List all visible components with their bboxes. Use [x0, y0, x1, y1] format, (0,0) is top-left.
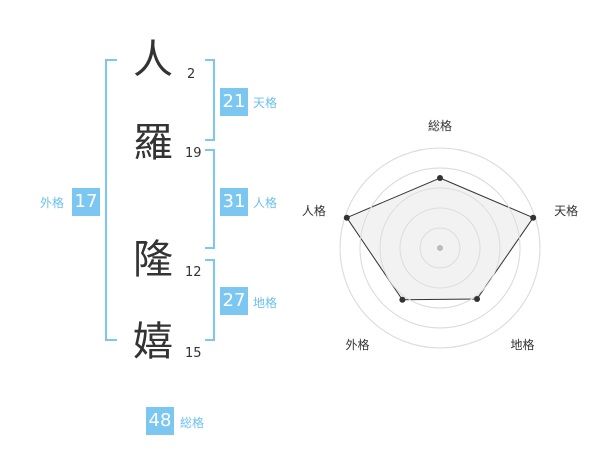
radar-point-2 — [530, 214, 537, 221]
soukaku-label: 総格 — [180, 416, 205, 430]
radar-grid-ring-overlay — [379, 187, 501, 309]
radar-axis-label-4: 外格 — [345, 337, 369, 352]
stroke-count-3: 12 — [185, 265, 202, 280]
gaikaku-value: 17 — [72, 188, 100, 216]
radar-point-1 — [437, 175, 443, 181]
radar-axis-label-1: 総格 — [428, 118, 452, 133]
tenkaku-bracket — [205, 59, 215, 141]
radar-axis-label-3: 地格 — [511, 337, 535, 352]
radar-center-dot — [437, 245, 443, 251]
radar-axis-label-2: 天格 — [554, 203, 578, 218]
name-char-3: 隆 — [133, 237, 173, 283]
jinkaku-bracket — [205, 149, 215, 249]
chikaku-bracket — [205, 259, 215, 341]
radar-grid-ring-overlay — [359, 167, 521, 329]
radar-series-polygon — [346, 177, 534, 301]
radar-point-4 — [399, 296, 406, 303]
name-char-1: 人 — [133, 37, 173, 83]
radar-grid-ring-overlay — [339, 147, 541, 349]
chikaku-value: 27 — [220, 287, 248, 315]
jinkaku-label: 人格 — [253, 196, 278, 210]
radar-grid-ring-overlay — [419, 227, 461, 269]
name-char-4: 嬉 — [133, 319, 173, 365]
stroke-count-1: 2 — [187, 67, 196, 82]
gaikaku-label: 外格 — [40, 196, 65, 210]
radar-point-5 — [343, 214, 350, 221]
name-char-2: 羅 — [133, 120, 173, 166]
stroke-count-2: 19 — [185, 146, 202, 161]
radar-grid-ring-overlay — [399, 207, 481, 289]
gaikaku-bracket — [105, 59, 117, 341]
tenkaku-value: 21 — [220, 88, 248, 116]
chikaku-label: 地格 — [253, 296, 278, 310]
tenkaku-label: 天格 — [253, 96, 278, 110]
radar-point-3 — [474, 295, 481, 302]
stroke-count-4: 15 — [185, 346, 202, 361]
soukaku-value: 48 — [146, 407, 174, 435]
radar-axis-label-5: 人格 — [302, 203, 326, 218]
jinkaku-value: 31 — [220, 188, 248, 216]
